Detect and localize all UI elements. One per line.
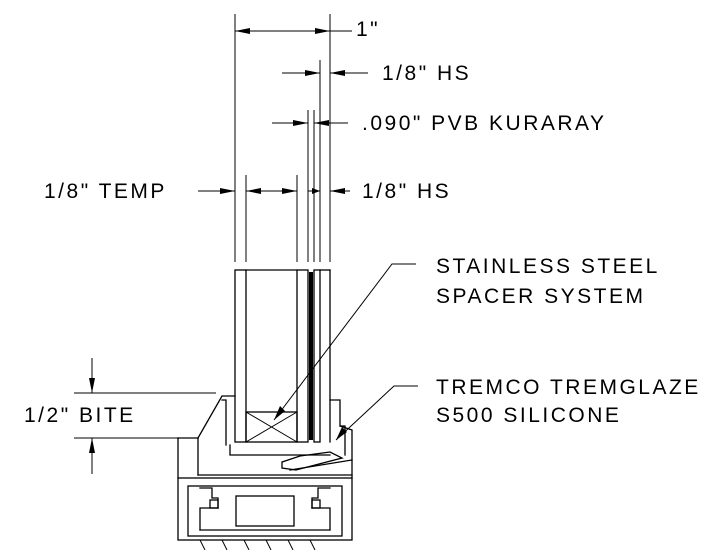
hs-bottom-label: 1/8" HS [362, 180, 451, 203]
frame-profile [177, 395, 353, 550]
hs-top-label: 1/8" HS [382, 62, 471, 85]
dimension-bite: 1/2" BITE [24, 358, 216, 474]
silicone-label-line2: S500 SILICONE [436, 404, 621, 427]
extension-lines [234, 14, 331, 262]
dimension-overall: 1" [235, 18, 380, 41]
dimension-interlayer: .090" PVB KURARAY [272, 112, 606, 135]
overall-width-label: 1" [356, 18, 380, 41]
spacer-label-line2: SPACER SYSTEM [436, 285, 645, 308]
spacer-box [245, 411, 298, 443]
spacer-callout: STAINLESS STEEL SPACER SYSTEM [273, 255, 660, 421]
spacer-label-line1: STAINLESS STEEL [436, 255, 660, 278]
bite-label: 1/2" BITE [24, 404, 136, 427]
silicone-label-line1: TREMCO TREMGLAZE [436, 376, 701, 399]
temp-label: 1/8" TEMP [44, 180, 167, 203]
dimension-hs-top: 1/8" HS [282, 62, 471, 85]
silicone-callout: TREMCO TREMGLAZE S500 SILICONE [335, 376, 701, 441]
dimension-temp-and-hs: 1/8" TEMP 1/8" HS [44, 180, 451, 203]
glass-unit [234, 269, 331, 443]
interlayer-label: .090" PVB KURARAY [362, 112, 606, 135]
